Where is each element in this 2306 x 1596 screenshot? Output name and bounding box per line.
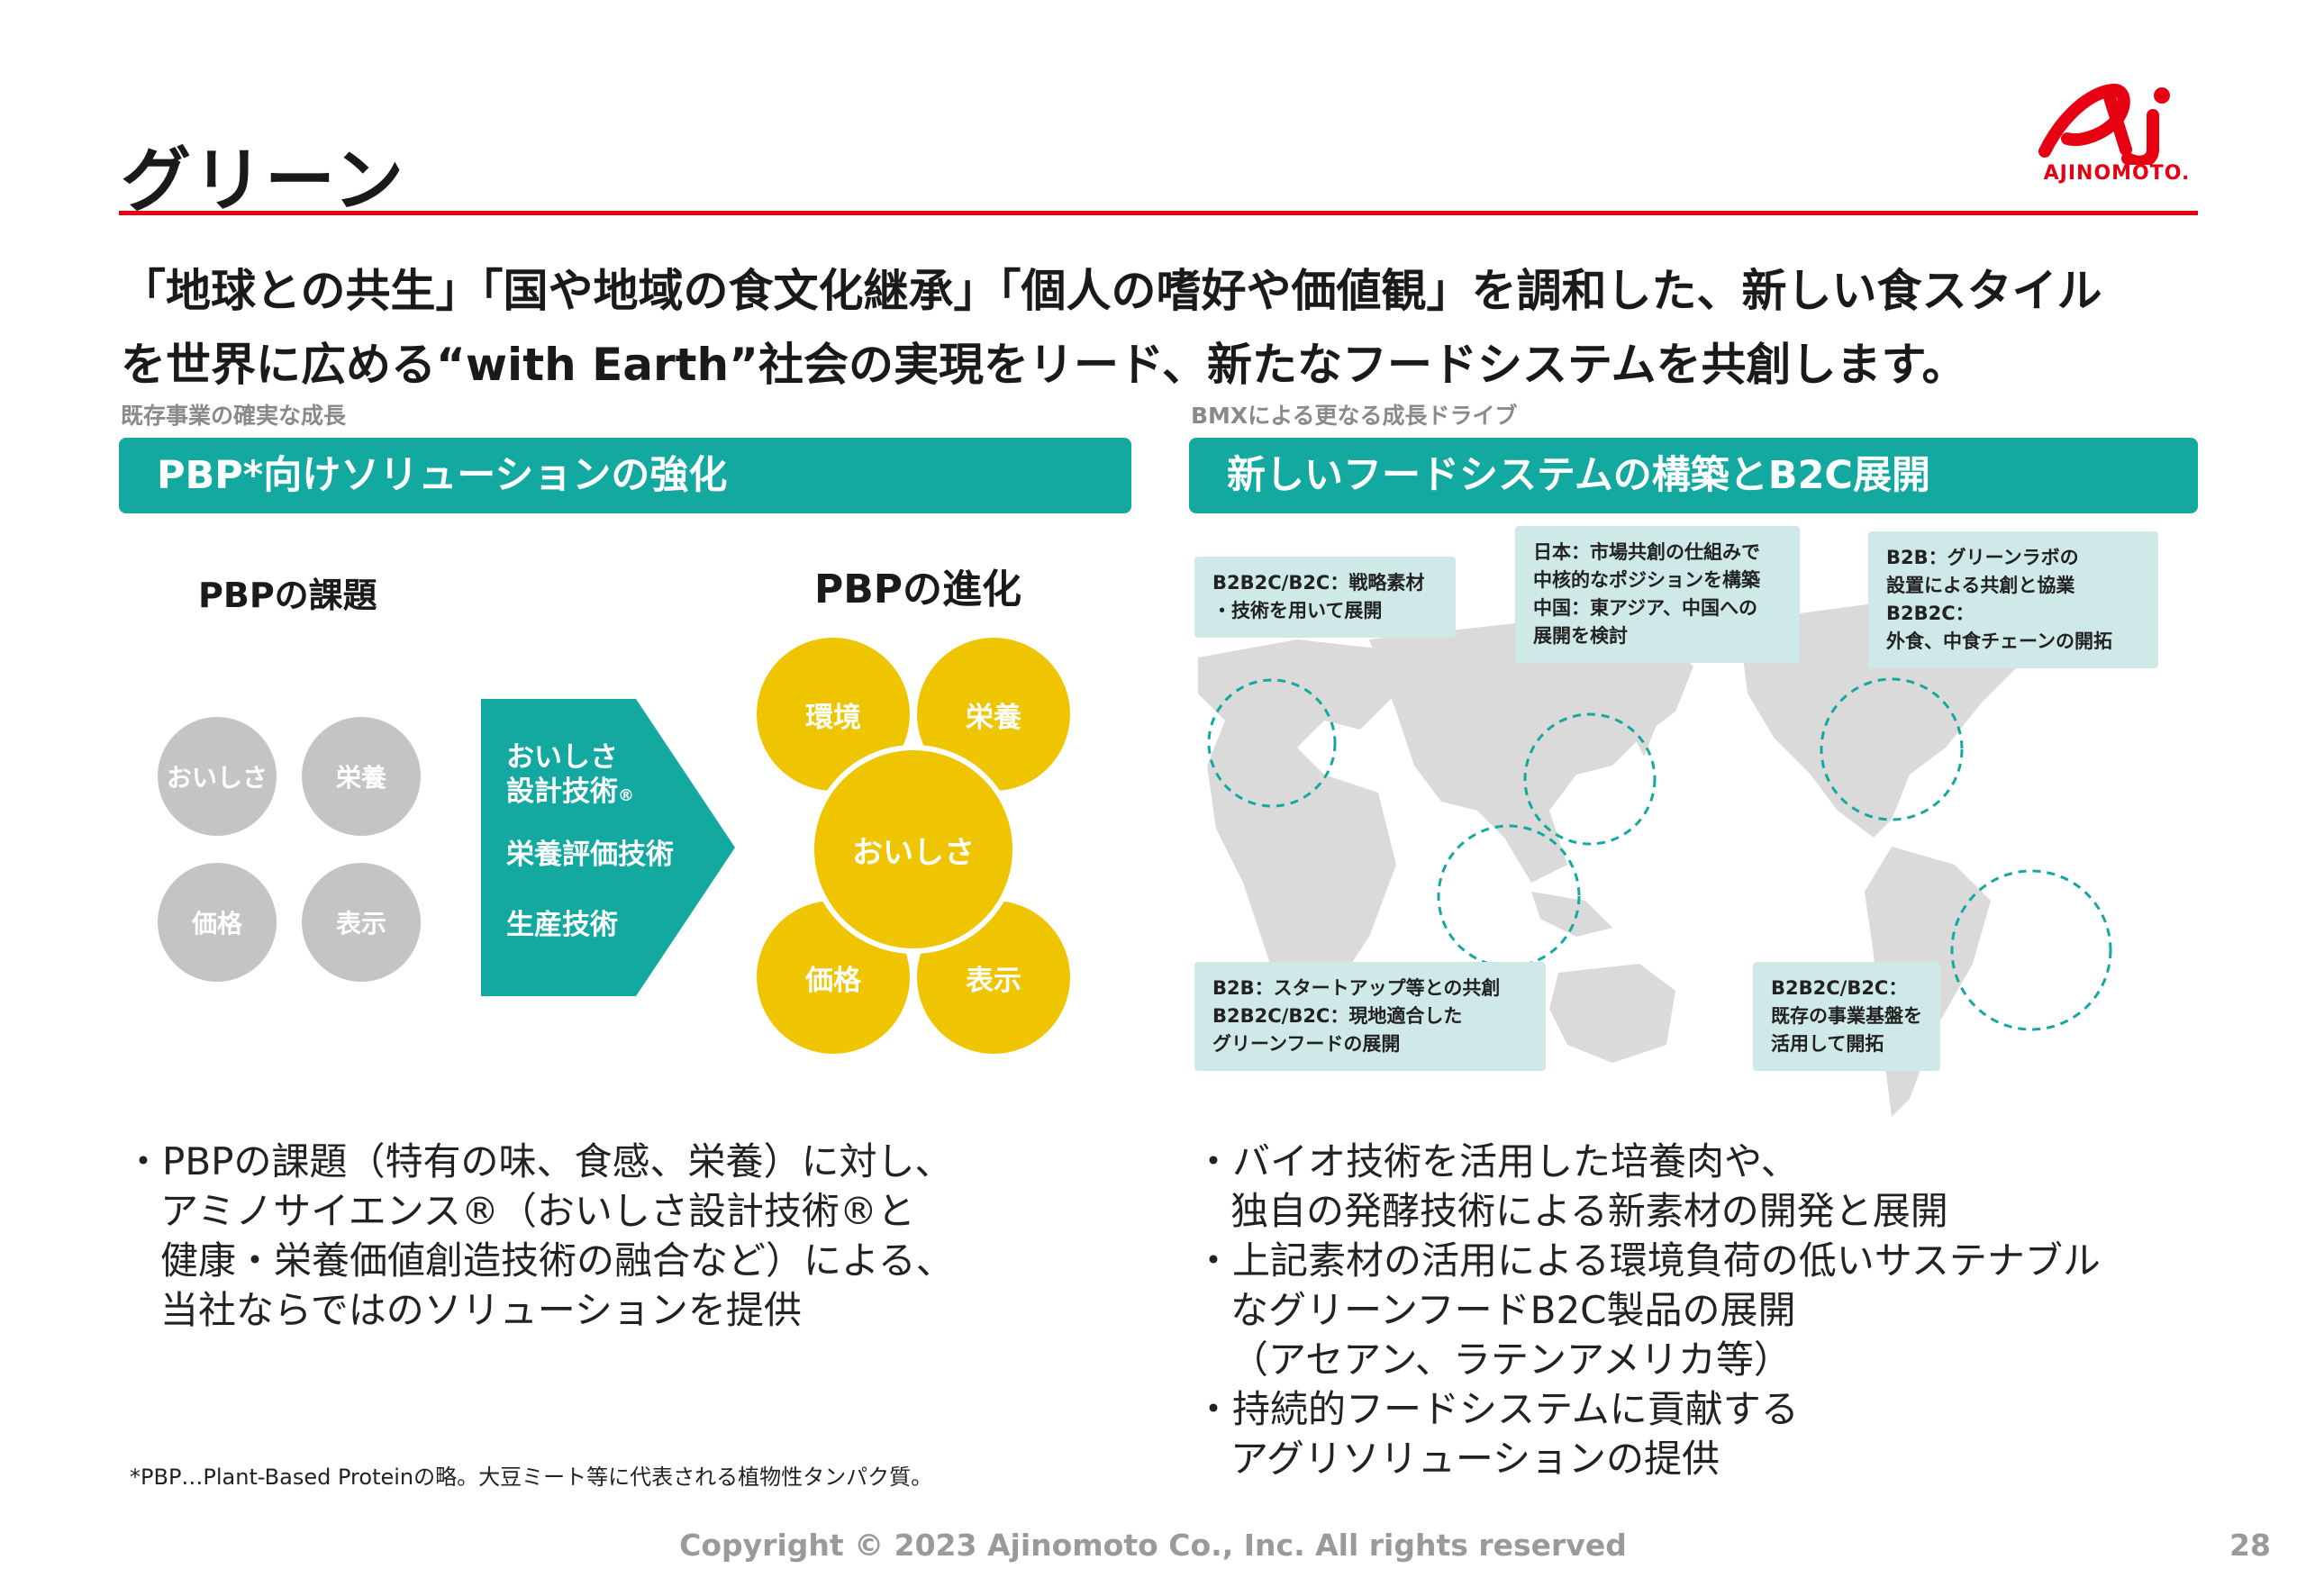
lead-statement: 「地球との共生」「国や地域の食文化継承」「個人の嗜好や価値観」を調和した、新しい… <box>121 254 2211 402</box>
right-caption: BMXによる更なる成長ドライブ <box>1191 403 1518 429</box>
right-bullet-line: なグリーンフードB2C製品の展開 <box>1230 1288 1796 1332</box>
arrow-item-nutrition-eval: 栄養評価技術 <box>506 839 674 871</box>
right-bullet-line: ・持続的フードシステムに貢献する <box>1194 1387 1799 1431</box>
right-bullet-line: アグリソリューションの提供 <box>1230 1437 1720 1481</box>
evolution-environment: 環境 <box>757 638 910 791</box>
challenge-taste: おいしさ <box>158 717 277 836</box>
callout-latin-america: B2B2C/B2C： 既存の事業基盤を 活用して開拓 <box>1753 962 1940 1071</box>
pbp-footnote: *PBP…Plant-Based Proteinの略。大豆ミート等に代表される植… <box>130 1465 933 1490</box>
region-circle-europe <box>1207 678 1337 808</box>
region-circle-latin-america <box>1950 869 2112 1031</box>
evolution-taste-center: おいしさ <box>809 745 1018 954</box>
page-number: 28 <box>2229 1528 2271 1563</box>
right-bullets: ・バイオ技術を活用した培養肉や、 独自の発酵技術による新素材の開発と展開 ・上記… <box>1194 1137 2101 1483</box>
callout-europe: B2B2C/B2C：戦略素材 ・技術を用いて展開 <box>1194 557 1456 638</box>
challenge-labeling: 表示 <box>302 863 421 982</box>
right-bullet-line: ・バイオ技術を活用した培養肉や、 <box>1194 1139 1799 1183</box>
right-bullet-line: 独自の発酵技術による新素材の開発と展開 <box>1230 1189 1948 1233</box>
callout-north-america: B2B：グリーンラボの 設置による共創と協業 B2B2C： 外食、中食チェーンの… <box>1868 531 2158 668</box>
arrow-item-taste-design: おいしさ 設計技術® <box>506 741 634 808</box>
title-underline <box>119 211 2198 215</box>
region-circle-north-america <box>1820 677 1964 821</box>
callout-japan-china: 日本：市場共創の仕組みで 中核的なポジションを構築 中国：東アジア、中国への 展… <box>1515 526 1800 663</box>
ajinomoto-logo-mark-icon <box>2038 84 2170 168</box>
left-bullet-line: アミノサイエンス®（おいしさ設計技術®と <box>160 1189 915 1233</box>
challenge-price: 価格 <box>158 863 277 982</box>
left-bullet-line: 当社ならではのソリューションを提供 <box>160 1288 802 1332</box>
left-bullet-line: ・PBPの課題（特有の味、食感、栄養）に対し、 <box>124 1139 953 1183</box>
copyright: Copyright © 2023 Ajinomoto Co., Inc. All… <box>679 1528 1627 1563</box>
logo-wordmark: AJINOMOTO. <box>2043 162 2191 185</box>
region-circle-japan-china <box>1523 712 1657 846</box>
lead-line-1: 「地球との共生」「国や地域の食文化継承」「個人の嗜好や価値観」を調和した、新しい… <box>121 265 2102 317</box>
challenge-nutrition: 栄養 <box>302 717 421 836</box>
left-banner: PBP*向けソリューションの強化 <box>119 438 1131 513</box>
solution-arrow-shape <box>481 699 735 996</box>
left-bullet-line: 健康・栄養価値創造技術の融合など）による、 <box>160 1238 954 1283</box>
arrow-item-production: 生産技術 <box>506 909 618 941</box>
challenge-heading: PBPの課題 <box>198 576 377 615</box>
ajinomoto-logo: AJINOMOTO. <box>2027 79 2207 187</box>
lead-line-2: を世界に広める“with Earth”社会の実現をリード、新たなフードシステムを… <box>121 339 1967 391</box>
left-caption: 既存事業の確実な成長 <box>121 403 347 429</box>
evolution-heading: PBPの進化 <box>814 567 1022 612</box>
right-banner: 新しいフードシステムの構築とB2C展開 <box>1189 438 2198 513</box>
right-bullet-line: ・上記素材の活用による環境負荷の低いサステナブル <box>1194 1238 2101 1283</box>
page-title: グリーン <box>121 141 406 222</box>
callout-asean: B2B：スタートアップ等との共創 B2B2C/B2C：現地適合した グリーンフー… <box>1194 962 1546 1071</box>
left-bullets: ・PBPの課題（特有の味、食感、栄養）に対し、 アミノサイエンス®（おいしさ設計… <box>124 1137 954 1335</box>
region-circle-asean <box>1437 824 1581 968</box>
right-bullet-line: （アセアン、ラテンアメリカ等） <box>1230 1338 1792 1382</box>
